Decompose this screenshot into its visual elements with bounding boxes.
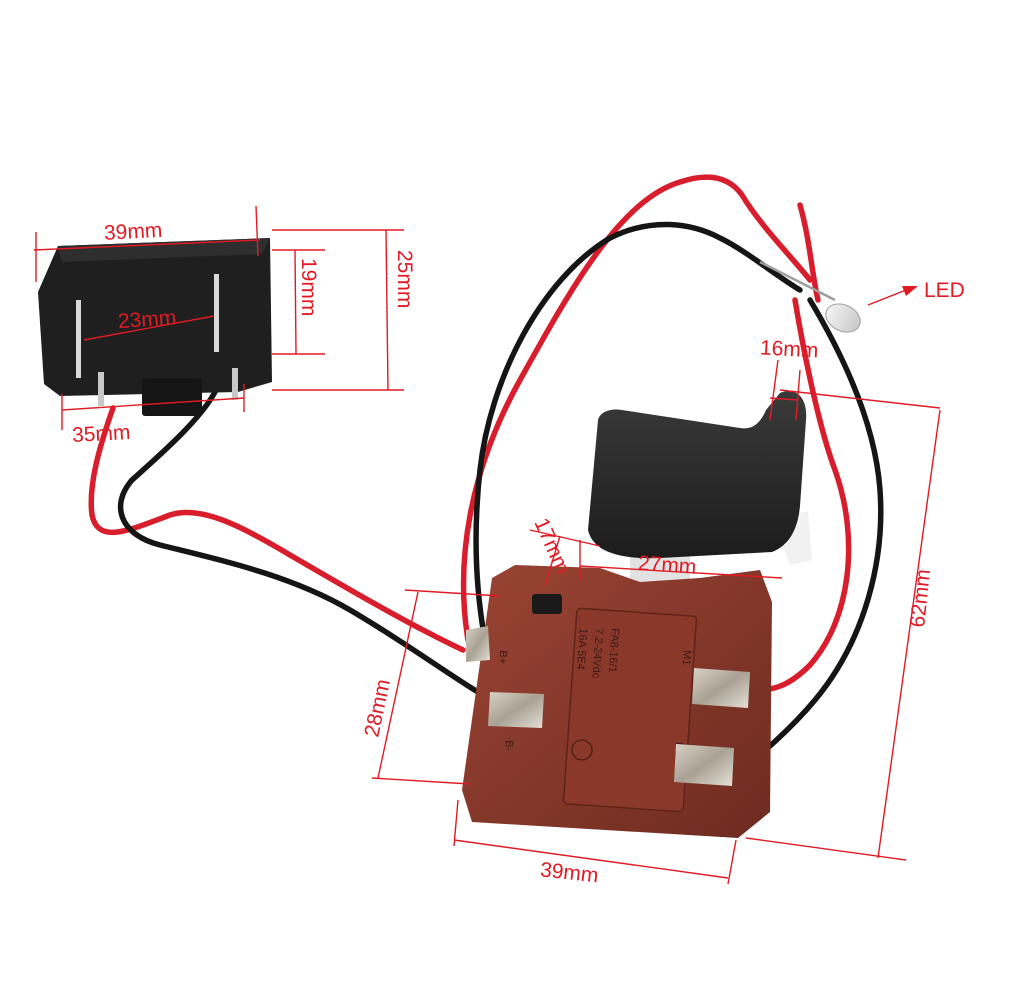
black-wire-led [473, 221, 803, 711]
terminal-bminus-label: B- [502, 740, 515, 752]
label-led-module-width: 39mm [103, 219, 162, 245]
terminal-bplus [466, 626, 490, 662]
terminal-bplus-label: B+ [496, 650, 509, 665]
led-module-body [38, 238, 272, 396]
switch-rating-text: 16A 5E4 [574, 628, 589, 670]
label-led-module-height-inner: 19mm [297, 258, 320, 316]
led-module [38, 238, 272, 416]
label-led-module-height-outer: 25mm [393, 250, 416, 308]
label-led-module-inner-width: 23mm [117, 306, 177, 333]
terminal-m1 [692, 668, 750, 708]
label-switch-body-height: 28mm [360, 677, 395, 739]
terminal-m1-label: M1 [680, 650, 693, 666]
dimension-lines [33, 205, 941, 885]
black-wire-m2 [739, 297, 884, 773]
terminal-m2 [674, 744, 734, 786]
trigger [588, 391, 812, 608]
wires [88, 174, 884, 773]
red-wire-m1 [755, 297, 852, 693]
red-wire-led [460, 174, 813, 643]
label-led: LED [924, 279, 965, 302]
label-switch-body-width: 39mm [539, 858, 599, 887]
label-trigger-width: 27mm [637, 552, 697, 579]
label-trigger-offset: 16mm [759, 336, 818, 362]
switch-body: FA8-16/1 7.2-24Vdc 16A 5E4 B+ M1 B- M2 [462, 565, 772, 838]
terminal-bminus [488, 692, 544, 728]
black-wire-led-module [117, 389, 503, 708]
label-led-module-base-width: 35mm [72, 421, 131, 447]
switch-model-text: FA8-16/1 [606, 628, 621, 673]
led-bulb [759, 260, 861, 333]
red-wire-led-module [88, 405, 466, 653]
label-switch-height: 62mm [906, 568, 935, 628]
red-wire-led-lead [797, 202, 821, 303]
switch-voltage-text: 7.2-24Vdc [589, 628, 605, 679]
trigger-body [588, 391, 807, 559]
